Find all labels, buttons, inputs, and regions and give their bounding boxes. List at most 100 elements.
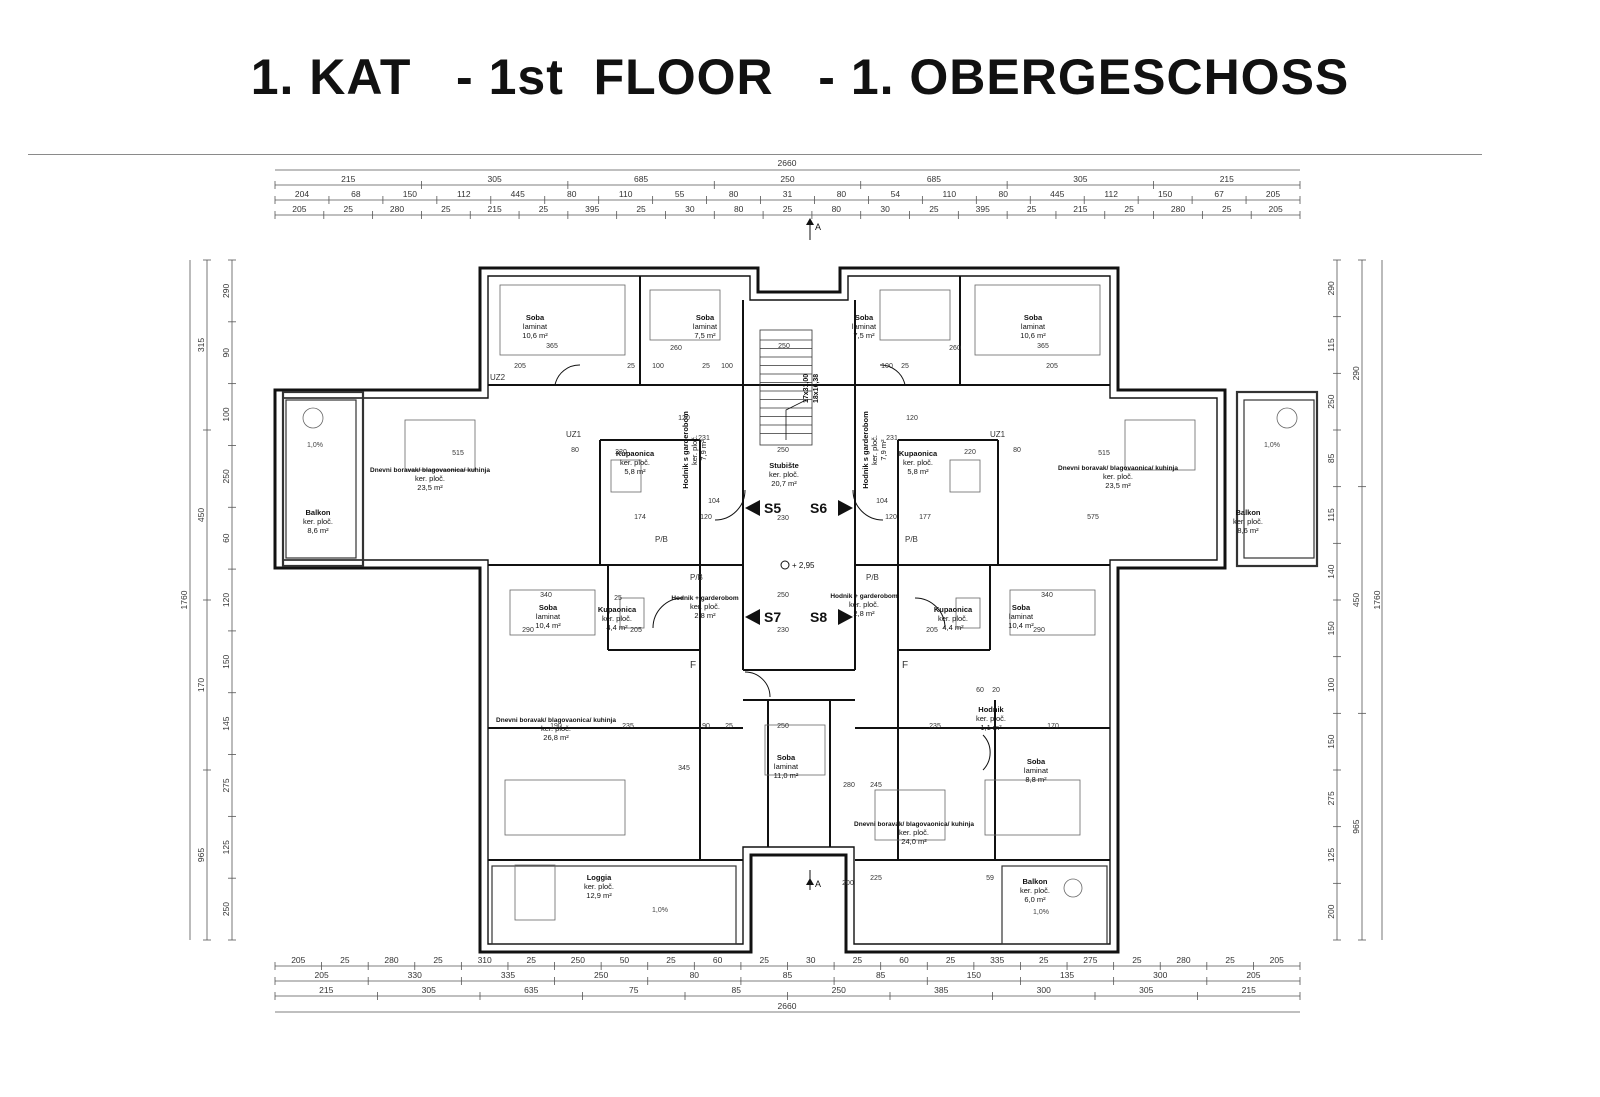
dimension-label: 115 bbox=[1326, 508, 1336, 522]
inner-dimension: 60 bbox=[976, 687, 984, 694]
dimension-label: 215 bbox=[488, 204, 502, 214]
room-name: Hodnik s garderobom bbox=[861, 411, 870, 489]
dimension-label: 30 bbox=[685, 204, 695, 214]
inner-dimension: 290 bbox=[1033, 627, 1045, 634]
dimension-label: 300 bbox=[1037, 985, 1051, 995]
tag-label: P/B bbox=[690, 573, 703, 582]
inner-dimension: 205 bbox=[514, 363, 526, 370]
room-name: Balkon bbox=[305, 508, 330, 517]
room-area: 1,1 m² bbox=[980, 723, 1002, 732]
dimension-label: 280 bbox=[1176, 955, 1190, 965]
dimension-label: 215 bbox=[1073, 204, 1087, 214]
furniture bbox=[302, 284, 1298, 921]
dimension-label: 135 bbox=[1060, 970, 1074, 980]
room-name: Soba bbox=[777, 753, 796, 762]
dimension-label: 305 bbox=[1073, 174, 1087, 184]
room-name: Soba bbox=[526, 313, 545, 322]
dimension-total: 2660 bbox=[778, 1001, 797, 1011]
stair-labels: 17x31,00 18x16,38 bbox=[803, 374, 820, 403]
page-title: 1. KAT - 1st FLOOR - 1. OBERGESCHOSS bbox=[250, 49, 1350, 105]
dimension-label: 80 bbox=[734, 204, 744, 214]
room-name: Kupaonica bbox=[598, 605, 637, 614]
dimension-label: 25 bbox=[527, 955, 537, 965]
inner-dimension: 345 bbox=[678, 765, 690, 772]
section-label: A bbox=[815, 222, 821, 232]
room-area: 7,5 m² bbox=[694, 331, 716, 340]
inner-dimension: 200 bbox=[842, 880, 854, 887]
room-floor: laminat bbox=[852, 322, 877, 331]
inner-dimension: 170 bbox=[1047, 723, 1059, 730]
room-name: Balkon bbox=[1235, 508, 1260, 517]
inner-dimension: 231 bbox=[698, 435, 710, 442]
apartment-labels: S5 S6 S7 S8 bbox=[745, 500, 853, 625]
inner-dimension: 100 bbox=[721, 363, 733, 370]
room-floor: ker. ploč. bbox=[602, 614, 632, 623]
dimension-label: 50 bbox=[620, 955, 630, 965]
room-area: 12,9 m² bbox=[586, 891, 612, 900]
slope-label: 1,0% bbox=[1264, 442, 1280, 449]
dimension-label: 250 bbox=[1326, 394, 1336, 408]
room-name: Soba bbox=[855, 313, 874, 322]
room-area: 8,8 m² bbox=[1025, 775, 1047, 784]
room-name: Soba bbox=[1024, 313, 1043, 322]
room-area: 26,8 m² bbox=[543, 733, 569, 742]
dimension-label: 85 bbox=[876, 970, 886, 980]
room-floor: ker. ploč. bbox=[849, 600, 879, 609]
level-label: + 2,95 bbox=[792, 561, 815, 570]
inner-dimension: 365 bbox=[1037, 343, 1049, 350]
room-area: 7,9 m² bbox=[699, 439, 708, 461]
dimension-label: 205 bbox=[292, 204, 306, 214]
tag-label: F bbox=[902, 660, 908, 671]
room-floor: ker. ploč. bbox=[303, 517, 333, 526]
room-floor: ker. ploč. bbox=[870, 435, 879, 465]
inner-dimension: 104 bbox=[876, 498, 888, 505]
inner-dimension: 190 bbox=[550, 723, 562, 730]
room-name: Soba bbox=[539, 603, 558, 612]
room-name: Kupaonica bbox=[934, 605, 973, 614]
dimension-label: 685 bbox=[634, 174, 648, 184]
dimension-label: 290 bbox=[221, 284, 231, 298]
dimension-label: 25 bbox=[1124, 204, 1134, 214]
room-floor: ker. ploč. bbox=[690, 602, 720, 611]
dimension-label: 205 bbox=[1270, 955, 1284, 965]
inner-dimension: 205 bbox=[1046, 363, 1058, 370]
slope-labels: 1,0% 1,0% 1,0% 1,0% bbox=[307, 442, 1280, 916]
room-name: Soba bbox=[696, 313, 715, 322]
inner-dimension: 250 bbox=[777, 447, 789, 454]
dimension-label: 635 bbox=[524, 985, 538, 995]
inner-dimension: 220 bbox=[615, 449, 627, 456]
room-area: 10,4 m² bbox=[535, 621, 561, 630]
tag-label: P/B bbox=[866, 573, 879, 582]
dimension-label: 25 bbox=[433, 955, 443, 965]
inner-dimension: 120 bbox=[906, 415, 918, 422]
level-icon bbox=[780, 560, 790, 570]
dimension-label: 60 bbox=[713, 955, 723, 965]
tag-label: UZ1 bbox=[566, 430, 582, 439]
room-floor: laminat bbox=[523, 322, 548, 331]
room-floor: laminat bbox=[536, 612, 561, 621]
dimension-label: 280 bbox=[390, 204, 404, 214]
dimension-label: 90 bbox=[221, 348, 231, 358]
inner-dimension: 220 bbox=[964, 449, 976, 456]
room-label: Dnevni boravak/ blagovaonica/ kuhinjaker… bbox=[1058, 465, 1178, 490]
inner-dimension: 120 bbox=[700, 514, 712, 521]
dimension-label: 965 bbox=[1351, 819, 1361, 833]
dimension-label: 200 bbox=[1326, 904, 1336, 918]
dimension-label: 125 bbox=[1326, 848, 1336, 862]
dimension-label: 965 bbox=[196, 848, 206, 862]
inner-dimension: 90 bbox=[702, 723, 710, 730]
inner-dimension: 230 bbox=[777, 515, 789, 522]
room-name: Hodnik bbox=[978, 705, 1004, 714]
dimension-label: 60 bbox=[899, 955, 909, 965]
